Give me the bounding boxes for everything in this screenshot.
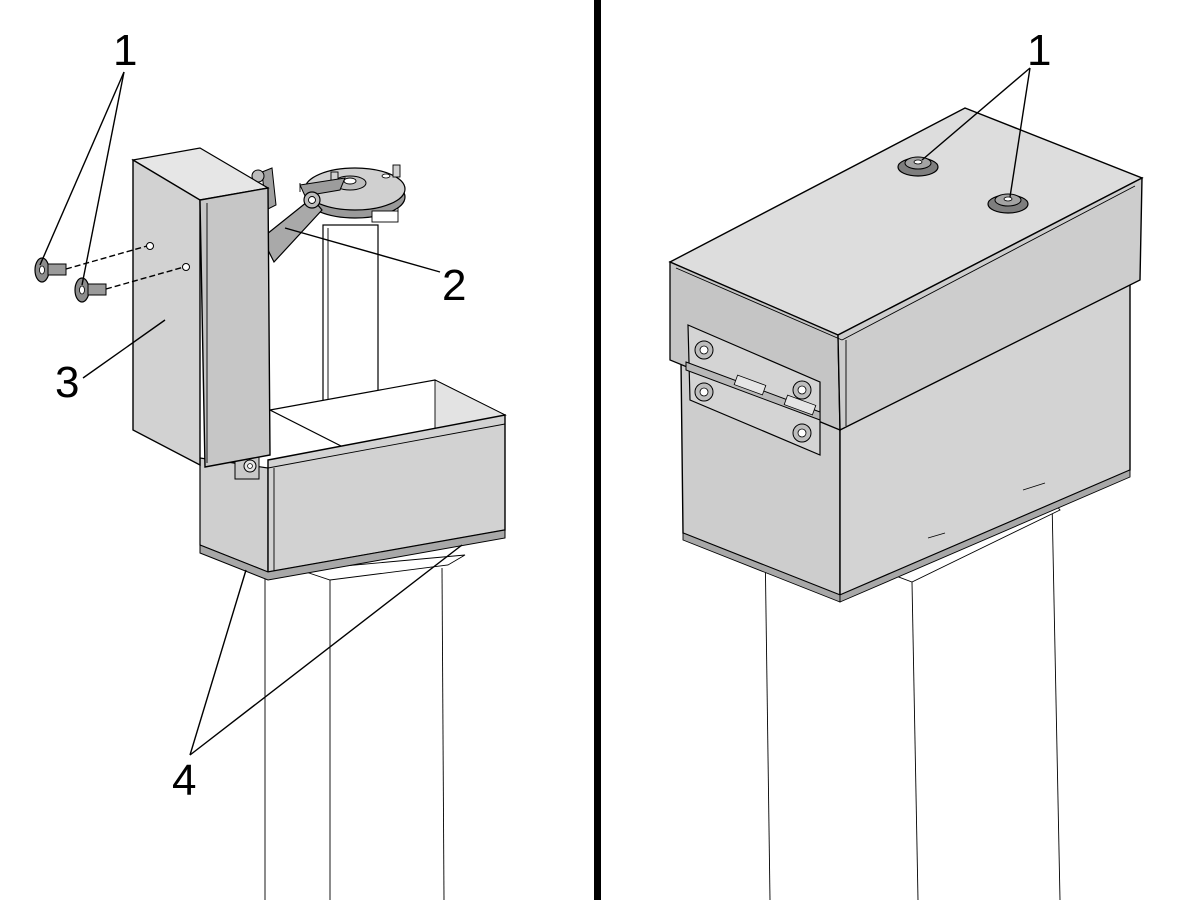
left-box-body [199,379,507,581]
opened-lid [131,147,271,468]
right-view-assembled: 1 [668,26,1144,900]
screw-lower [74,277,107,303]
callout-1-left: 1 [113,26,137,75]
screw-path-upper [65,245,148,270]
hinge-screw-1 [694,340,714,360]
panel-divider [594,0,601,900]
screw-path-lower [105,266,185,290]
left-screws [34,245,185,303]
screw-upper [34,257,67,283]
left-view-exploded: 1 2 3 4 [34,26,507,900]
hinge-screw-3 [792,380,812,400]
callout-1-right: 1 [1027,26,1051,75]
left-post [264,554,466,900]
left-leaders [39,71,463,756]
hinge-screw-4 [792,423,812,443]
callout-3-left: 3 [55,358,79,407]
side-hinge [685,324,821,456]
callout-2-left: 2 [442,261,466,310]
right-closed-lid [668,107,1144,432]
top-screw-2 [987,193,1029,214]
right-leaders [921,67,1031,198]
right-top-screws [897,156,1029,214]
callout-4-left: 4 [172,756,196,805]
top-screw-1 [897,156,939,177]
hinge-screw-2 [694,382,714,402]
